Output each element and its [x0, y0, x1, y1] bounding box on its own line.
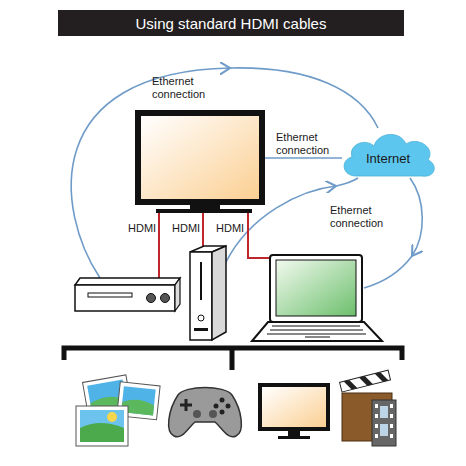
- console-vent: [194, 328, 208, 331]
- node-label: Internet: [338, 128, 438, 188]
- film-holes: [375, 404, 393, 438]
- gamepad-stick: [193, 410, 201, 418]
- clapper-top: [340, 370, 391, 392]
- clapper-stripes: [343, 371, 388, 391]
- player-body: [75, 285, 175, 311]
- gamepad-stick: [209, 410, 217, 418]
- internet-cloud: Internet: [338, 124, 438, 184]
- console-slot: [200, 262, 202, 300]
- tv-stand: [156, 209, 252, 213]
- disc-slot: [88, 293, 132, 297]
- photo-sky: [80, 410, 124, 442]
- group-bracket: [230, 348, 235, 370]
- hdmi-wire: [158, 213, 160, 282]
- ethernet-label: Ethernet connection: [152, 75, 214, 101]
- ethernet-wire: [410, 178, 422, 256]
- console-button: [198, 315, 204, 321]
- film-strip: [372, 400, 396, 446]
- ethernet-wire: [364, 256, 412, 288]
- laptop-lid: [270, 255, 362, 322]
- photo-hill: [80, 423, 124, 442]
- hdmi-label: HDMI: [128, 222, 158, 235]
- hdmi-wire: [248, 213, 272, 258]
- monitor-icon: [258, 383, 330, 431]
- tv-screen: [141, 116, 259, 199]
- monitor-screen: [262, 387, 326, 427]
- player-side: [175, 278, 180, 311]
- player-knob: [161, 294, 170, 303]
- tv-frame: [135, 110, 265, 205]
- console-front: [190, 252, 212, 340]
- player-knob: [147, 294, 156, 303]
- clapper-arm: [340, 370, 391, 392]
- gamepad-button: [214, 404, 219, 409]
- gamepad-icon: [169, 388, 242, 437]
- photo-sun: [107, 412, 117, 422]
- monitor-stand: [278, 436, 310, 439]
- laptop-base: [252, 322, 382, 341]
- ethernet-wire: [336, 178, 358, 186]
- ethernet-label: Ethernet connection: [330, 204, 392, 230]
- tv-stand: [190, 205, 220, 209]
- gamepad-button: [220, 410, 225, 415]
- film-frame: [380, 406, 388, 418]
- player-top: [75, 278, 180, 285]
- ethernet-label: Ethernet connection: [276, 131, 338, 157]
- laptop-keyboard: [267, 326, 366, 337]
- hdmi-label: HDMI: [172, 222, 202, 235]
- photo-icon: [76, 406, 128, 446]
- photo-frame: [76, 406, 128, 446]
- console-side: [212, 246, 226, 340]
- gamepad-button: [220, 398, 225, 403]
- ethernet-wire: [265, 157, 342, 159]
- laptop-screen: [276, 260, 356, 316]
- gamepad-button: [226, 404, 231, 409]
- gamepad-dpad: [180, 399, 192, 411]
- film-frame: [380, 424, 388, 436]
- hdmi-label: HDMI: [216, 222, 246, 235]
- title-banner: Using standard HDMI cables: [58, 10, 404, 36]
- monitor-stand: [288, 431, 300, 436]
